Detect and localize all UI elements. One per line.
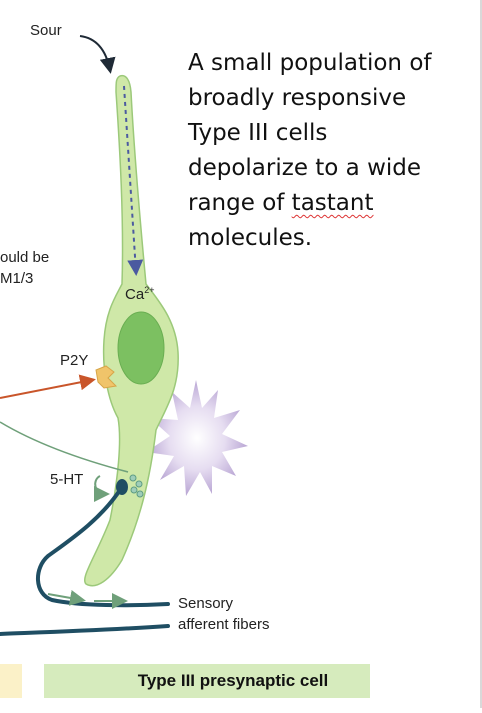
sensory-label-line2: afferent fibers bbox=[178, 616, 270, 633]
calcium-label-charge: 2+ bbox=[144, 285, 155, 295]
description-line-2: broadly responsive bbox=[188, 85, 407, 111]
description-line-5-start: range of bbox=[188, 190, 292, 216]
receptor-icon bbox=[95, 365, 118, 389]
calcium-label-base: Ca bbox=[125, 286, 145, 303]
cropped-label-line1: ould be bbox=[0, 249, 50, 266]
signal-arrow-1 bbox=[47, 590, 86, 606]
cell-nucleus bbox=[117, 311, 165, 385]
afferent-fiber-lower bbox=[0, 624, 170, 636]
atp-arrow bbox=[0, 374, 96, 399]
description-line-4: depolarize to a wide bbox=[188, 155, 422, 181]
description-line-3: Type III cells bbox=[188, 120, 328, 146]
description-line-1: A small population of bbox=[188, 50, 432, 76]
slide-edge bbox=[480, 0, 482, 708]
cell-title: Type III presynaptic cell bbox=[137, 671, 329, 690]
sour-stimulus-arrow bbox=[79, 35, 116, 74]
serotonin-feedback-arrow bbox=[93, 475, 110, 502]
starburst-icon bbox=[146, 380, 248, 496]
cell-title-bar: Type III presynaptic cell bbox=[44, 664, 370, 698]
description-text: A small population of broadly responsive… bbox=[188, 46, 478, 256]
description-line-5: range of tastant bbox=[188, 186, 478, 221]
p2y-label: P2Y bbox=[60, 352, 89, 369]
adjacent-panel-bar bbox=[0, 664, 22, 698]
spellcheck-flagged-word: tastant bbox=[291, 190, 374, 216]
calcium-flow-arrow bbox=[123, 85, 144, 276]
modulatory-line bbox=[0, 421, 129, 473]
cropped-label-line2: M1/3 bbox=[0, 270, 34, 287]
vesicle-icon bbox=[129, 474, 144, 498]
calcium-label: Ca2+ bbox=[125, 285, 154, 303]
synaptic-terminal bbox=[116, 479, 128, 495]
serotonin-label: 5-HT bbox=[50, 471, 84, 488]
description-line-6: molecules. bbox=[188, 225, 313, 251]
sour-label: Sour bbox=[30, 22, 62, 39]
sensory-label-line1: Sensory bbox=[178, 595, 234, 612]
